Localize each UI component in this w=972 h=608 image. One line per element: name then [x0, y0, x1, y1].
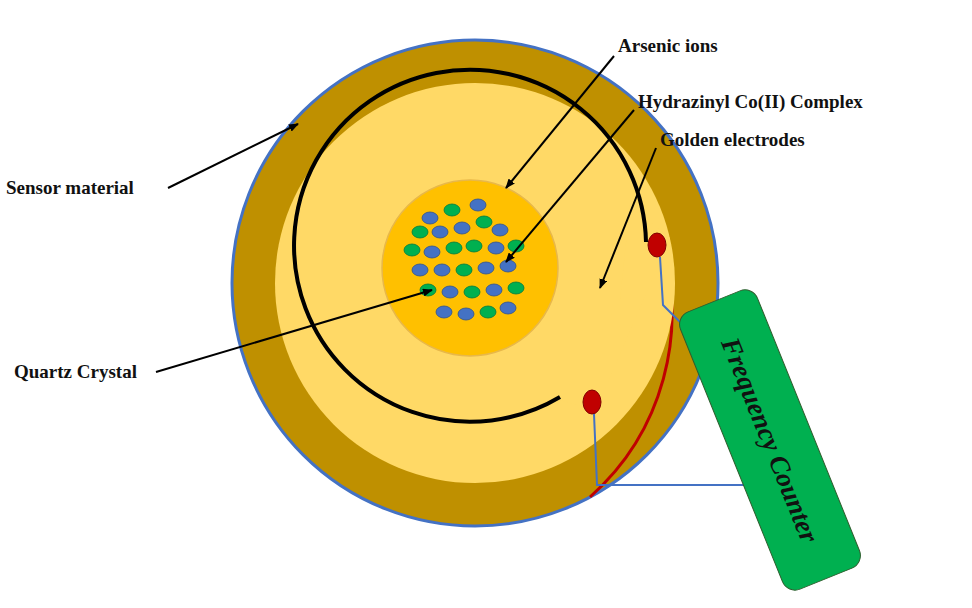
ion-dot [404, 244, 420, 256]
contact-dot [648, 233, 666, 257]
ion-dot [478, 262, 494, 274]
ion-dot [446, 242, 462, 254]
leader-arrow [506, 56, 614, 188]
leader-arrow [506, 110, 634, 262]
counter-box: Frequency Counter [675, 285, 865, 595]
leader-arrow [168, 124, 298, 188]
golden-electrode [560, 205, 670, 410]
ion-dot [432, 226, 448, 238]
ion-dot [488, 242, 504, 254]
part-label: Hydrazinyl Co(II) Complex [638, 92, 863, 113]
ion-dot [412, 264, 428, 276]
ion-dot [500, 260, 516, 272]
ion-dot [466, 240, 482, 252]
sensor-ring [232, 40, 718, 526]
ion-dot [464, 286, 480, 298]
ion-dot [442, 286, 458, 298]
ion-dot [508, 282, 524, 294]
ion-dot [470, 199, 486, 211]
ion-dot [480, 306, 496, 318]
ion-dot [422, 212, 438, 224]
part-label: Sensor material [6, 178, 134, 199]
ion-dots [404, 199, 524, 320]
ion-dot [424, 246, 440, 258]
ion-dot [436, 306, 452, 318]
part-label: Arsenic ions [618, 36, 718, 57]
ion-dot [476, 216, 492, 228]
black-arc [294, 70, 646, 422]
ion-dot [420, 284, 436, 296]
part-label: Golden electrodes [660, 130, 805, 151]
quartz-crystal [382, 180, 558, 356]
contact-dot [583, 390, 601, 414]
ion-dot [434, 264, 450, 276]
leader-arrow [600, 148, 656, 288]
ion-dot [454, 222, 470, 234]
part-label: Quartz Crystal [14, 362, 137, 383]
leader-arrow [156, 290, 432, 372]
ion-dot [492, 224, 508, 236]
ion-dot [486, 284, 502, 296]
counter-label: Frequency Counter [715, 333, 826, 547]
ion-dot [458, 308, 474, 320]
ion-dot [456, 264, 472, 276]
ion-dot [500, 302, 516, 314]
ion-dot [444, 204, 460, 216]
ion-dot [412, 226, 428, 238]
